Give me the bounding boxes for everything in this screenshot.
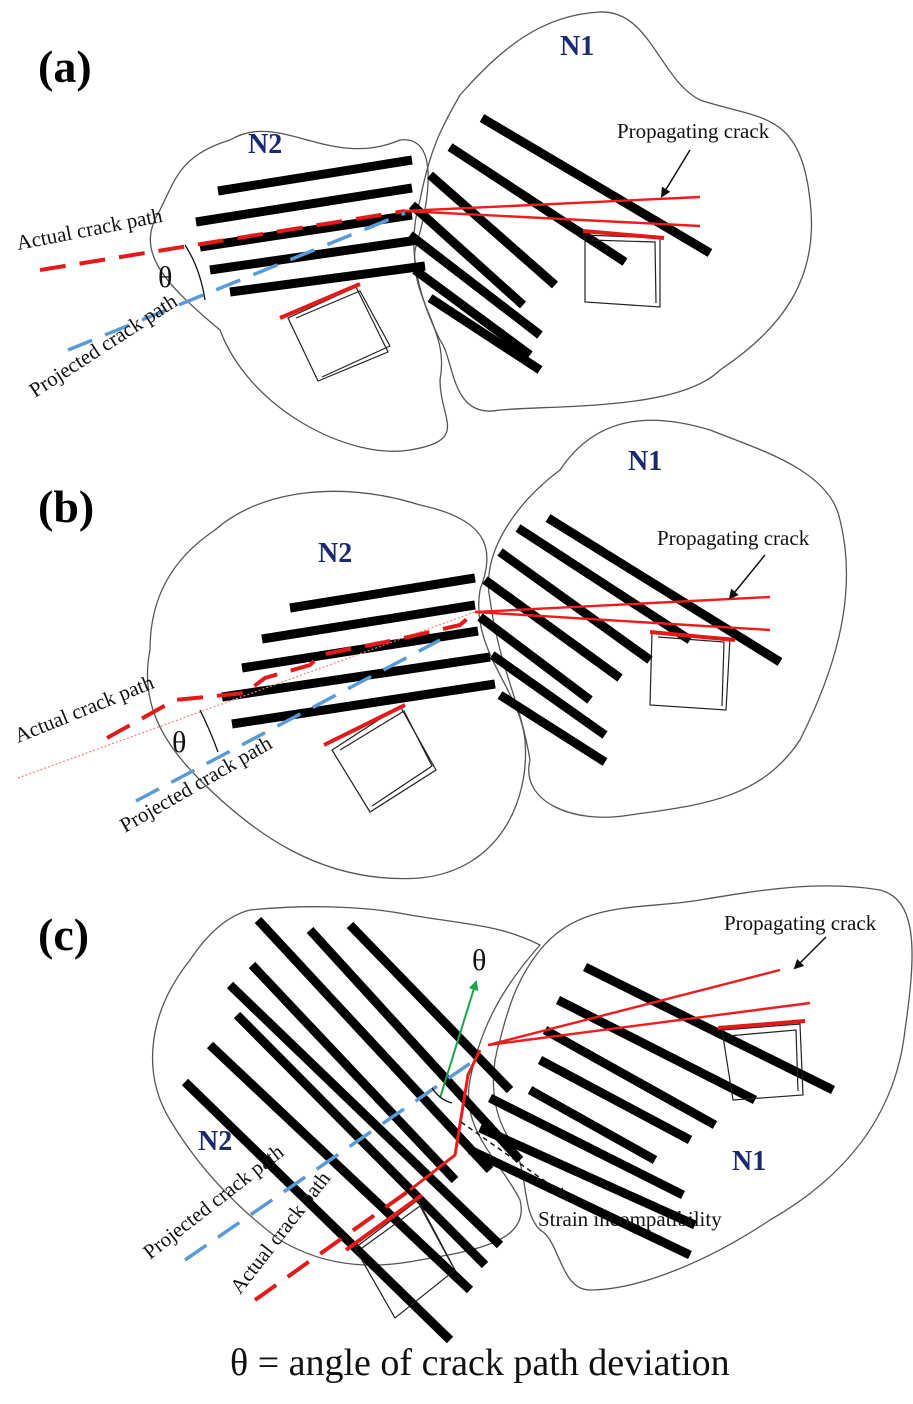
grain-n2-label: N2 bbox=[248, 129, 282, 160]
grain-n1-boundary bbox=[492, 885, 913, 1291]
propagating-crack-label-b: Propagating crack bbox=[657, 526, 810, 550]
theta-arc-a bbox=[184, 244, 206, 301]
propagating-arrow-b bbox=[728, 554, 766, 600]
theta-symbol-a: θ bbox=[158, 261, 172, 294]
propagating-arrow-a bbox=[660, 149, 691, 198]
projected-extension-b bbox=[17, 611, 476, 779]
propagating-arrow-c bbox=[793, 936, 827, 970]
grain-n2-boundary bbox=[146, 490, 527, 880]
unit-cell-cube-n2 bbox=[279, 282, 391, 382]
actual-crack-path-label-b: Actual crack path bbox=[11, 670, 158, 748]
panel-b: (b) N1 N2 θ bbox=[11, 419, 848, 880]
panel-c: (c) N1 N2 bbox=[38, 885, 913, 1344]
actual-crack-path-label-a: Actual crack path bbox=[14, 203, 164, 255]
theta-symbol-c: θ bbox=[472, 944, 486, 977]
propagating-crack-c bbox=[487, 968, 811, 1047]
actual-crack-path-deflected-c bbox=[409, 1049, 482, 1192]
grain-n2-label: N2 bbox=[318, 538, 352, 569]
propagating-crack-label-a: Propagating crack bbox=[617, 119, 770, 143]
grain-n1-label: N1 bbox=[560, 31, 594, 62]
n1-slip-bands bbox=[407, 114, 713, 374]
grain-n1-label: N1 bbox=[732, 1146, 766, 1177]
theta-symbol-b: θ bbox=[172, 726, 186, 759]
propagating-crack-b bbox=[474, 595, 771, 632]
grain-n1-boundary bbox=[487, 419, 848, 818]
actual-crack-path-a bbox=[39, 209, 406, 272]
grain-n2-label: N2 bbox=[198, 1126, 232, 1157]
panel-a: (a) N1 N2 bbox=[14, 11, 813, 452]
n2-slip-bands bbox=[181, 916, 524, 1344]
projected-crack-path-a bbox=[67, 211, 406, 352]
theta-arrow-c bbox=[439, 980, 479, 1099]
projected-crack-path-label-b: Projected crack path bbox=[116, 731, 277, 838]
unit-cell-cube-n1 bbox=[582, 229, 665, 308]
projected-crack-path-b bbox=[135, 638, 441, 803]
grain-n1-label: N1 bbox=[628, 446, 662, 477]
unit-cell-cube-n2 bbox=[344, 1193, 456, 1319]
unit-cell-cube-n1 bbox=[717, 1019, 806, 1101]
panel-b-label: (b) bbox=[38, 481, 94, 532]
strain-incompatibility-arrow bbox=[460, 1121, 568, 1198]
figure-caption: θ = angle of crack path deviation bbox=[230, 1342, 730, 1384]
n2-slip-bands bbox=[195, 155, 426, 297]
n2-slip-bands bbox=[221, 573, 496, 729]
projected-crack-path-label-a: Projected crack path bbox=[25, 288, 182, 402]
projected-crack-path-c bbox=[184, 1058, 476, 1262]
theta-arc-c bbox=[431, 1087, 453, 1104]
propagating-crack-a bbox=[404, 195, 701, 228]
strain-incompatibility-label: Strain incompatibility bbox=[538, 1207, 722, 1231]
n1-slip-bands bbox=[468, 962, 835, 1260]
propagating-crack-label-c: Propagating crack bbox=[724, 911, 877, 935]
panel-a-label: (a) bbox=[38, 41, 92, 92]
unit-cell-cube-n1 bbox=[649, 630, 736, 711]
panel-c-label: (c) bbox=[38, 909, 89, 960]
theta-arc-b bbox=[199, 709, 219, 753]
grain-n2-boundary bbox=[149, 130, 449, 452]
actual-crack-path-b bbox=[106, 610, 477, 740]
actual-crack-path-c bbox=[253, 1188, 412, 1302]
unit-cell-cube-n2 bbox=[323, 703, 437, 813]
